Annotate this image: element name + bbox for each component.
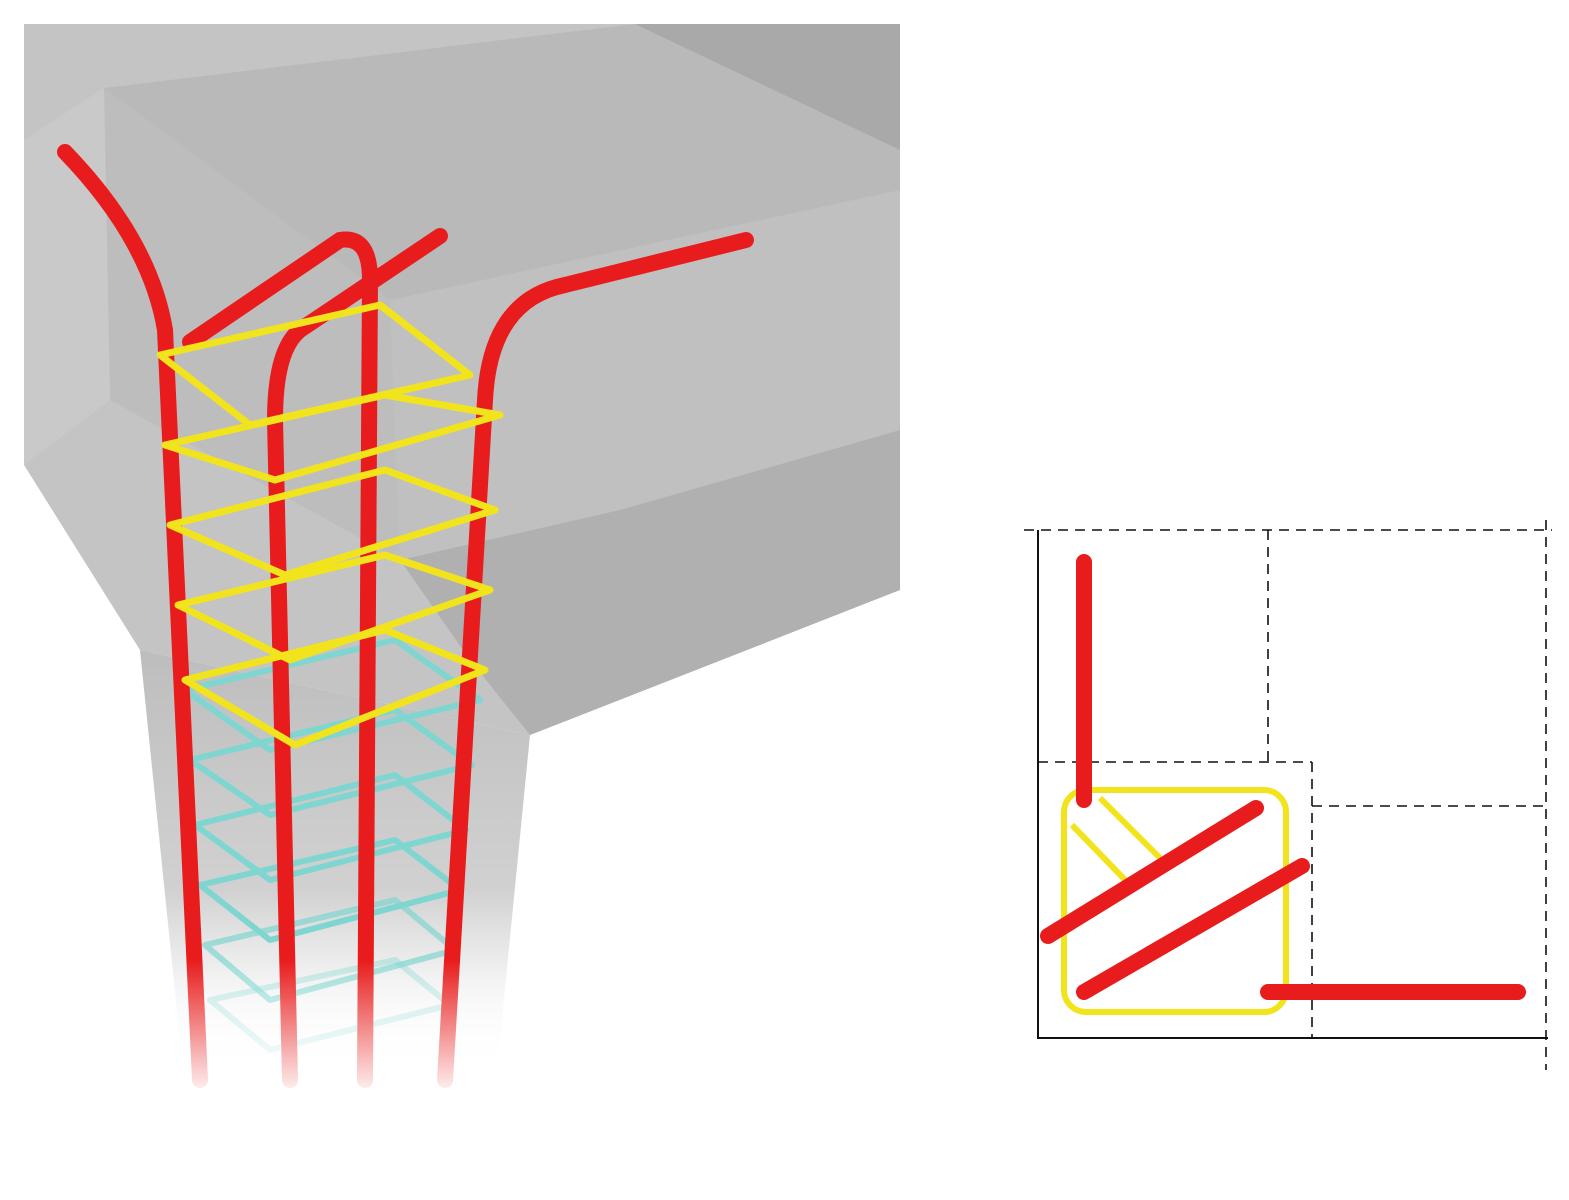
corner-column-plan-view	[1000, 500, 1569, 1100]
concrete-block	[24, 24, 900, 1090]
upper-stirrups	[156, 301, 504, 749]
beam-side-face	[104, 88, 400, 560]
stirrup-upper-1	[156, 301, 474, 429]
stirrup-upper-4	[174, 551, 494, 664]
stirrup-upper-5	[181, 626, 489, 749]
bar-left-back	[57, 144, 208, 1088]
plan-bars	[1040, 554, 1526, 1000]
bar-diagonal-upper	[1040, 800, 1264, 944]
outer-solid-boundary	[1037, 530, 1548, 1039]
slab-lower-face	[400, 430, 900, 735]
stirrup-upper-3	[166, 466, 499, 579]
beam-upper-face	[104, 24, 900, 300]
diagonal-tie	[1069, 795, 1163, 888]
plan-svg	[1024, 520, 1552, 1070]
stirrup-lower-2	[187, 707, 475, 818]
bottom-fade	[120, 960, 580, 1100]
bar-right	[437, 232, 754, 1088]
column-beam-3d-view	[24, 24, 900, 1100]
stirrup-upper-2	[161, 391, 504, 484]
vertical-bars	[57, 144, 754, 1088]
square-stirrup	[1061, 787, 1289, 1015]
bar-diagonal-lower	[1076, 858, 1310, 1000]
beam-right-face	[635, 24, 900, 150]
plan-outline	[1037, 530, 1548, 1039]
stirrup-lower-1	[182, 637, 483, 753]
beam-step-face	[390, 190, 900, 560]
bar-front-hook	[266, 228, 448, 1088]
view3d-svg	[24, 24, 900, 1100]
plan-stirrup	[1061, 787, 1289, 1015]
